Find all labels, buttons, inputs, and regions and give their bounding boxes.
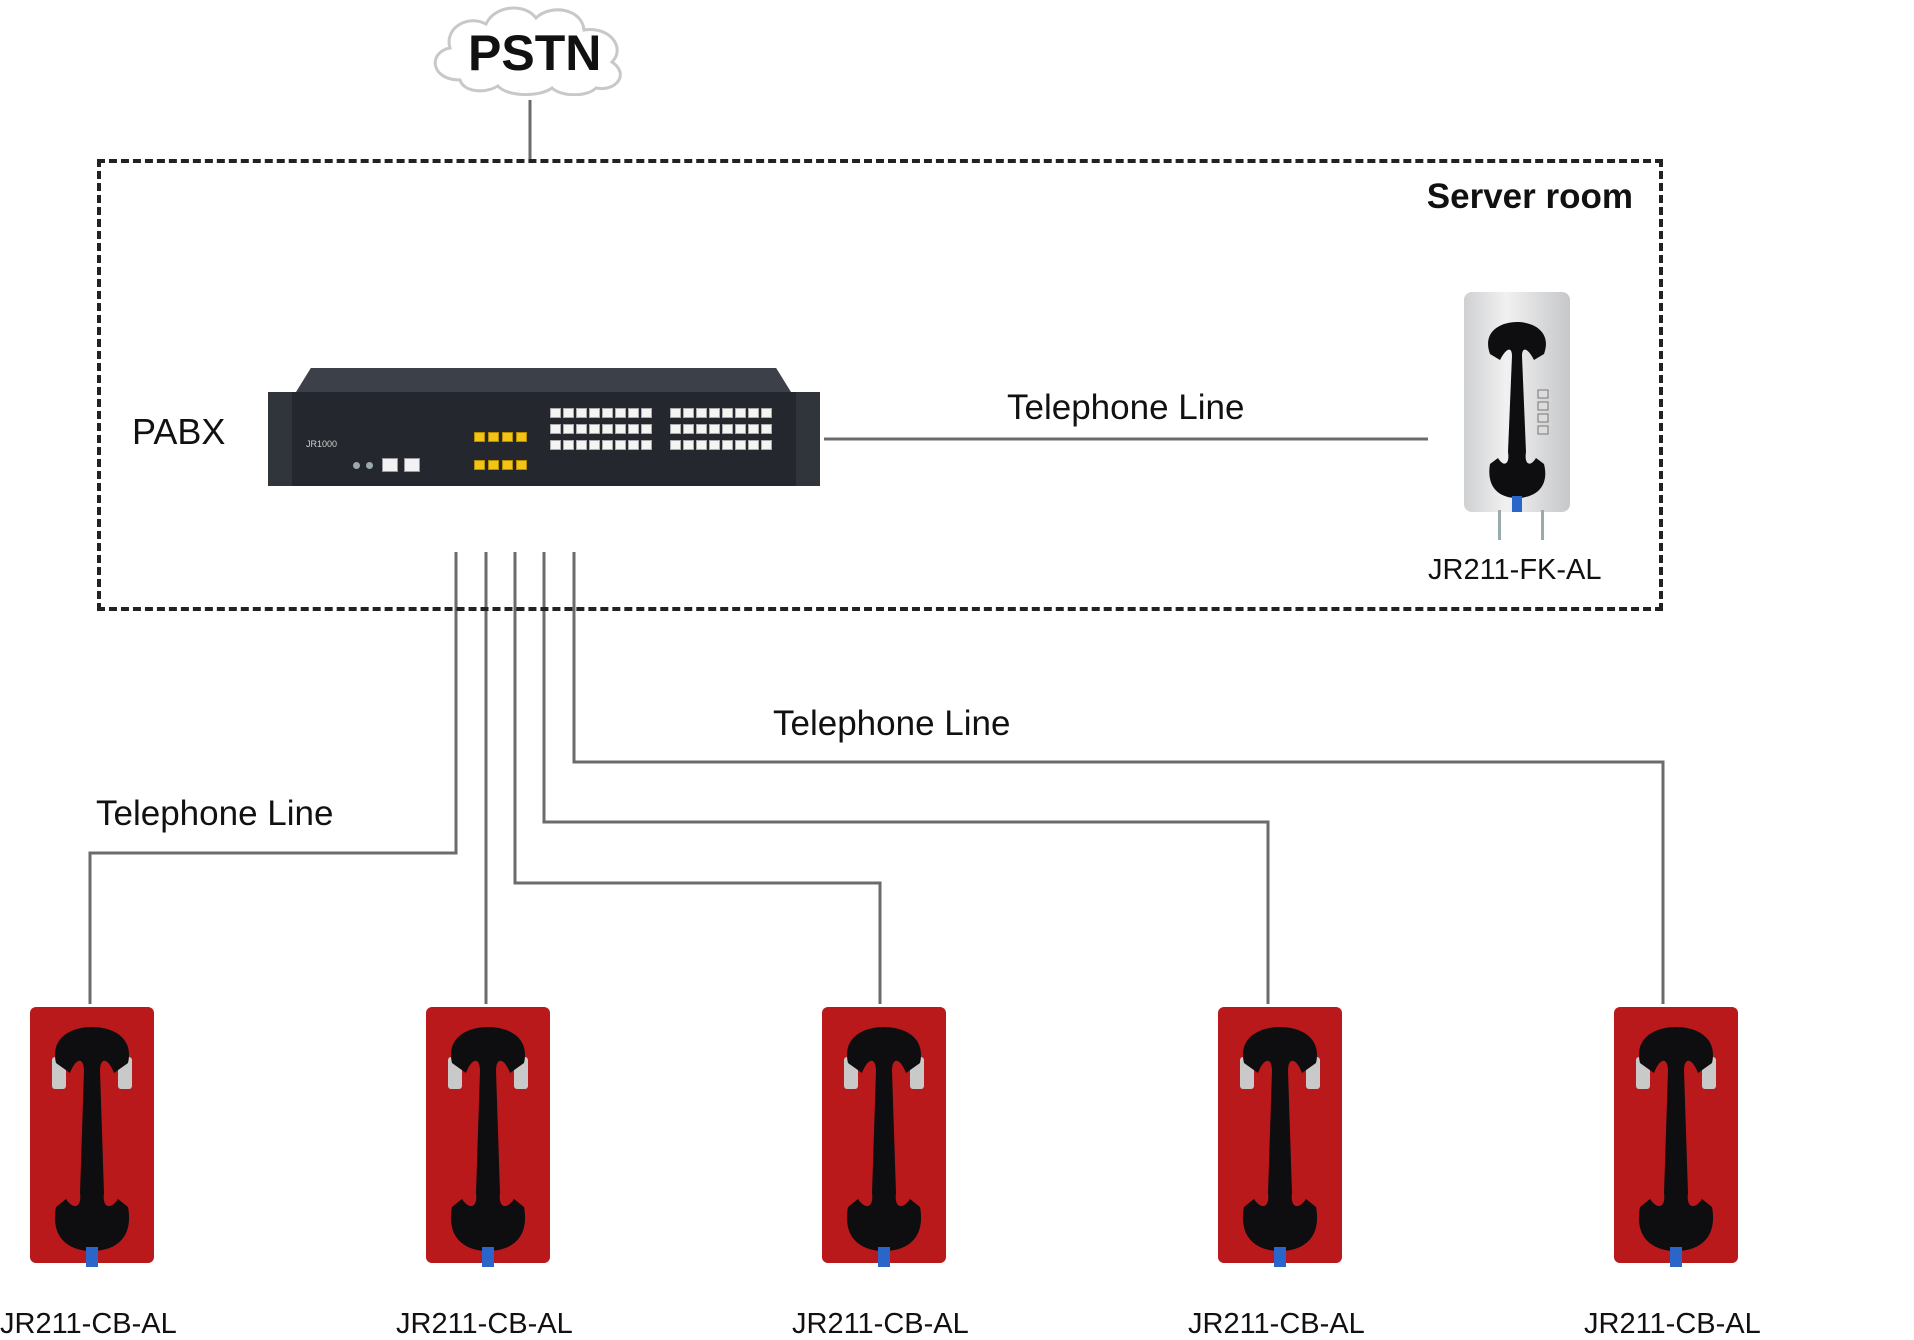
- extension-port: [641, 424, 652, 434]
- pabx-extension-ports: [670, 408, 772, 450]
- line-to-phone-1: [88, 552, 458, 1004]
- extension-port: [602, 408, 613, 418]
- extension-port: [683, 440, 694, 450]
- telephone-line-label: Telephone Line: [1007, 388, 1245, 427]
- extension-port: [615, 424, 626, 434]
- handset-icon: [1636, 1027, 1716, 1267]
- extension-port: [628, 440, 639, 450]
- extension-port: [722, 408, 733, 418]
- extension-port: [628, 408, 639, 418]
- pabx-ethernet-port: [382, 458, 398, 472]
- extension-port: [735, 424, 746, 434]
- extension-port: [735, 408, 746, 418]
- field-phone: [426, 1007, 550, 1269]
- extension-port: [761, 440, 772, 450]
- handset-icon: [448, 1027, 528, 1267]
- extension-port: [641, 408, 652, 418]
- handset-icon: [1240, 1027, 1320, 1267]
- extension-port: [576, 440, 587, 450]
- extension-port: [709, 424, 720, 434]
- extension-port: [602, 424, 613, 434]
- field-phone-label: JR211-CB-AL: [396, 1308, 573, 1340]
- extension-port: [683, 424, 694, 434]
- extension-port: [722, 424, 733, 434]
- server-room-phone: [1464, 292, 1570, 540]
- line-to-phone-3: [513, 552, 882, 1004]
- pabx-device: JR1000: [268, 368, 820, 486]
- field-phone-label: JR211-CB-AL: [1188, 1308, 1365, 1340]
- extension-port: [550, 408, 561, 418]
- field-phone-label: JR211-CB-AL: [1584, 1308, 1761, 1340]
- pabx-extension-ports: [550, 408, 652, 450]
- extension-port: [722, 440, 733, 450]
- extension-port: [696, 408, 707, 418]
- field-phone-label: JR211-CB-AL: [0, 1308, 177, 1340]
- extension-port: [761, 424, 772, 434]
- line-to-phone-5: [572, 552, 1665, 1004]
- handset-icon: [844, 1027, 924, 1267]
- extension-port: [709, 408, 720, 418]
- extension-port: [589, 440, 600, 450]
- extension-port: [709, 440, 720, 450]
- telephone-line-label: Telephone Line: [96, 794, 334, 833]
- extension-port: [589, 424, 600, 434]
- extension-port: [563, 424, 574, 434]
- extension-port: [628, 424, 639, 434]
- line-to-phone-4: [542, 552, 1270, 1004]
- extension-port: [615, 440, 626, 450]
- extension-port: [696, 440, 707, 450]
- extension-port: [670, 440, 681, 450]
- pabx-trunk-ports: [474, 460, 527, 470]
- extension-port: [550, 440, 561, 450]
- extension-port: [683, 408, 694, 418]
- field-phone: [822, 1007, 946, 1269]
- extension-port: [550, 424, 561, 434]
- field-phone: [1218, 1007, 1342, 1269]
- pabx-label: PABX: [132, 411, 226, 452]
- field-phone: [1614, 1007, 1738, 1269]
- extension-port: [670, 424, 681, 434]
- telephone-line-label: Telephone Line: [773, 704, 1011, 743]
- pabx-ethernet-port: [404, 458, 420, 472]
- extension-port: [696, 424, 707, 434]
- server-phone-label: JR211-FK-AL: [1428, 554, 1602, 586]
- server-room-title: Server room: [1426, 177, 1633, 216]
- extension-port: [602, 440, 613, 450]
- extension-port: [748, 424, 759, 434]
- extension-port: [589, 408, 600, 418]
- extension-port: [576, 408, 587, 418]
- pabx-trunk-ports: [474, 432, 527, 442]
- extension-port: [563, 408, 574, 418]
- pstn-cloud-icon: [433, 6, 622, 96]
- extension-port: [670, 408, 681, 418]
- extension-port: [641, 440, 652, 450]
- extension-port: [761, 408, 772, 418]
- field-phone: [30, 1007, 154, 1269]
- pstn-label: PSTN: [468, 25, 602, 81]
- extension-port: [576, 424, 587, 434]
- extension-port: [748, 440, 759, 450]
- field-phone-label: JR211-CB-AL: [792, 1308, 969, 1340]
- extension-port: [735, 440, 746, 450]
- handset-icon: [52, 1027, 132, 1267]
- extension-port: [563, 440, 574, 450]
- handset-icon: [1488, 322, 1549, 512]
- pabx-model-label: JR1000: [306, 439, 338, 449]
- extension-port: [748, 408, 759, 418]
- extension-port: [615, 408, 626, 418]
- server-room-boundary: Server room: [97, 159, 1663, 611]
